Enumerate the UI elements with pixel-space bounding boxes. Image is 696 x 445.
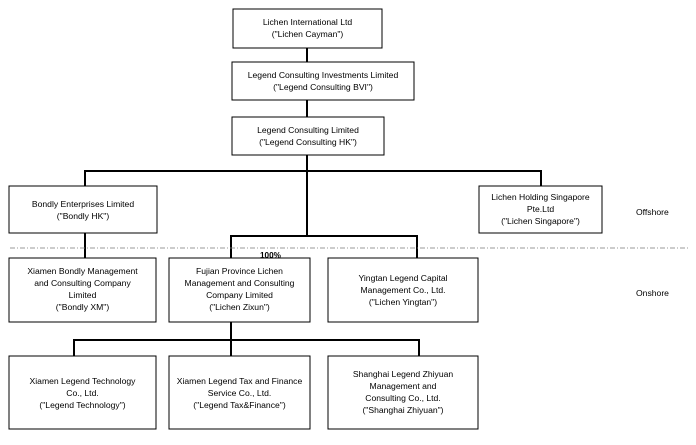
node-line: Co., Ltd. bbox=[66, 388, 98, 398]
node-line: Lichen Holding Singapore bbox=[491, 192, 590, 202]
edge-hk-bondly-hk bbox=[84, 170, 307, 186]
node-line: Management and bbox=[370, 381, 437, 391]
region-onshore-label: Onshore bbox=[636, 288, 669, 298]
node-line: Lichen International Ltd bbox=[263, 17, 353, 27]
node-line: ("Legend Tax&Finance") bbox=[193, 400, 286, 410]
edge-hk-lichen-sg bbox=[307, 170, 542, 186]
node-lichen-cayman: Lichen International Ltd ("Lichen Cayman… bbox=[232, 8, 383, 49]
node-line: Xiamen Bondly Management bbox=[27, 266, 138, 276]
node-line: ("Bondly HK") bbox=[57, 211, 110, 221]
node-line: ("Lichen Cayman") bbox=[272, 29, 344, 39]
node-bondly-xm: Xiamen Bondly Management and Consulting … bbox=[8, 257, 157, 323]
node-lichen-yingtan: Yingtan Legend Capital Management Co., L… bbox=[327, 257, 479, 323]
node-bondly-hk: Bondly Enterprises Limited ("Bondly HK") bbox=[8, 185, 158, 234]
node-legend-tax-finance: Xiamen Legend Tax and Finance Service Co… bbox=[168, 355, 311, 430]
node-line: and Consulting Company bbox=[34, 278, 131, 288]
node-line: Shanghai Legend Zhiyuan bbox=[353, 369, 454, 379]
node-legend-consulting-bvi: Legend Consulting Investments Limited ("… bbox=[231, 61, 415, 101]
edge-zixun-tech bbox=[73, 339, 420, 356]
node-line: Legend Consulting Limited bbox=[257, 125, 359, 135]
node-line: ("Shanghai Zhiyuan") bbox=[362, 405, 443, 415]
node-shanghai-zhiyuan: Shanghai Legend Zhiyuan Management and C… bbox=[327, 355, 479, 430]
node-legend-consulting-hk: Legend Consulting Limited ("Legend Consu… bbox=[231, 116, 385, 156]
edge-hk-zixun bbox=[230, 235, 307, 258]
node-line: ("Legend Consulting HK") bbox=[259, 137, 357, 147]
node-line: Bondly Enterprises Limited bbox=[32, 199, 134, 209]
node-line: Pte.Ltd bbox=[527, 204, 554, 214]
node-line: Xiamen Legend Tax and Finance bbox=[177, 376, 303, 386]
node-line: Xiamen Legend Technology bbox=[30, 376, 137, 386]
node-line: ("Bondly XM") bbox=[56, 302, 110, 312]
node-line: Company Limited bbox=[206, 290, 273, 300]
node-line: Management and Consulting bbox=[185, 278, 295, 288]
node-line: ("Lichen Singapore") bbox=[501, 216, 580, 226]
node-line: ("Legend Consulting BVI") bbox=[273, 82, 373, 92]
node-line: Fujian Province Lichen bbox=[196, 266, 283, 276]
node-line: Limited bbox=[69, 290, 97, 300]
node-lichen-zixun: Fujian Province Lichen Management and Co… bbox=[168, 257, 311, 323]
ownership-percentage: 100% bbox=[260, 251, 282, 260]
node-line: ("Legend Technology") bbox=[39, 400, 125, 410]
connectors bbox=[73, 48, 542, 356]
region-offshore-label: Offshore bbox=[636, 207, 669, 217]
node-line: ("Lichen Yingtan") bbox=[369, 297, 437, 307]
node-line: Yingtan Legend Capital bbox=[358, 273, 447, 283]
node-line: Service Co., Ltd. bbox=[208, 388, 272, 398]
node-line: Management Co., Ltd. bbox=[360, 285, 445, 295]
node-line: Legend Consulting Investments Limited bbox=[248, 70, 399, 80]
edge-hk-yingtan bbox=[307, 235, 418, 258]
node-line: Consulting Co., Ltd. bbox=[365, 393, 440, 403]
node-legend-technology: Xiamen Legend Technology Co., Ltd. ("Leg… bbox=[8, 355, 157, 430]
node-lichen-singapore: Lichen Holding Singapore Pte.Ltd ("Liche… bbox=[478, 185, 603, 234]
node-line: ("Lichen Zixun") bbox=[209, 302, 270, 312]
